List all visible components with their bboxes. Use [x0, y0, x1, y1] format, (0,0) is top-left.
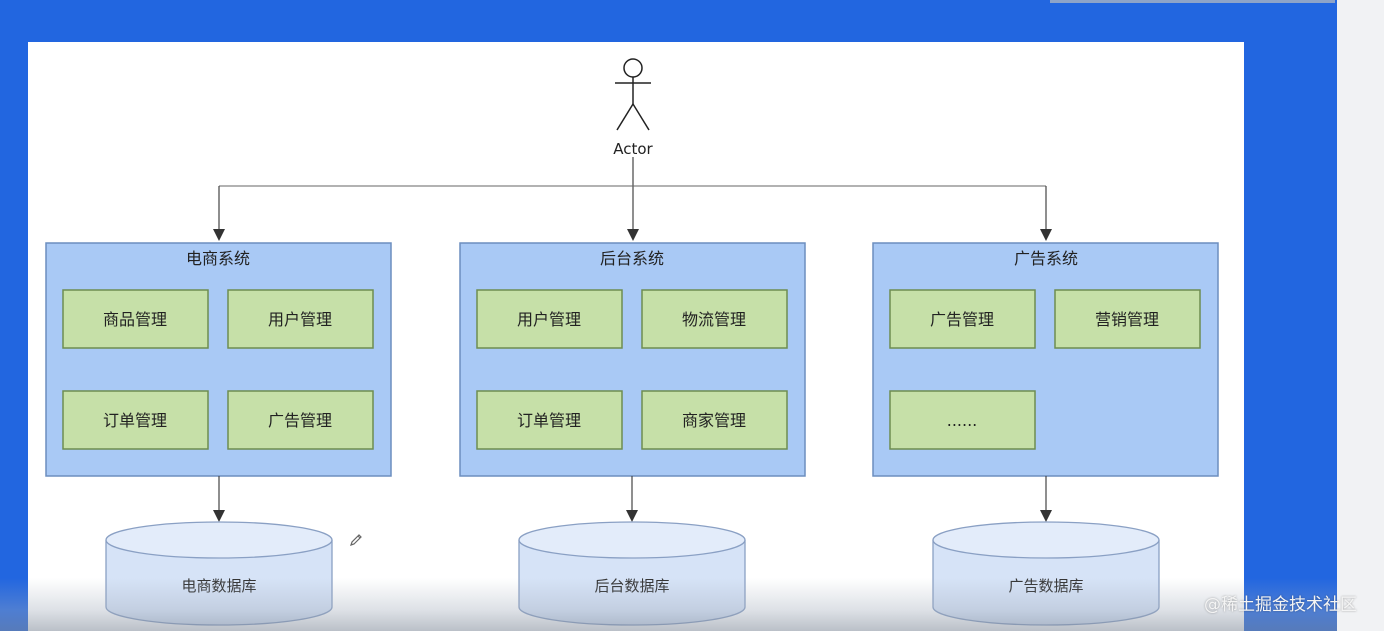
module-box: ......	[889, 390, 1036, 450]
system-title: 电商系统	[186, 249, 250, 268]
module-label: 用户管理	[268, 310, 332, 329]
actor-label: Actor	[613, 140, 653, 158]
module-box: 订单管理	[62, 390, 209, 450]
system-ecommerce: 电商系统 商品管理 用户管理 订单管理 广告管理	[45, 242, 392, 477]
right-side-strip	[1337, 0, 1384, 631]
pencil-icon[interactable]	[348, 532, 364, 548]
database-label: 广告数据库	[1008, 577, 1083, 595]
module-box: 营销管理	[1054, 289, 1201, 349]
system-title: 后台系统	[600, 249, 664, 268]
module-label: 营销管理	[1095, 310, 1159, 329]
db-connectors	[213, 476, 1052, 522]
database-backend: 后台数据库	[518, 521, 746, 626]
module-label: 用户管理	[517, 310, 581, 329]
database-advertising: 广告数据库	[932, 521, 1160, 626]
module-label: 订单管理	[103, 411, 167, 430]
module-label: 商家管理	[682, 411, 746, 430]
module-label: 商品管理	[103, 310, 167, 329]
database-label: 电商数据库	[181, 577, 256, 595]
module-label: 广告管理	[930, 310, 994, 329]
module-box: 物流管理	[641, 289, 788, 349]
module-label: 订单管理	[517, 411, 581, 430]
module-box: 广告管理	[889, 289, 1036, 349]
top-bar-mark	[1050, 0, 1335, 3]
module-label: 物流管理	[682, 310, 746, 329]
actor-icon	[615, 58, 651, 131]
actor-connectors	[213, 157, 1052, 241]
diagram-canvas: Actor 电商系统 商品管理 用户管理 订单管理	[28, 42, 1244, 631]
architecture-diagram: Actor 电商系统 商品管理 用户管理 订单管理	[45, 58, 1219, 626]
watermark: @稀土掘金技术社区	[1204, 595, 1357, 615]
database-ecommerce: 电商数据库	[105, 521, 333, 626]
system-title: 广告系统	[1014, 249, 1078, 268]
database-label: 后台数据库	[594, 577, 669, 595]
module-box: 广告管理	[227, 390, 374, 450]
module-box: 用户管理	[476, 289, 623, 349]
module-label: ......	[947, 411, 978, 430]
system-advertising: 广告系统 广告管理 营销管理 ......	[872, 242, 1219, 477]
module-box: 商品管理	[62, 289, 209, 349]
module-box: 用户管理	[227, 289, 374, 349]
module-box: 商家管理	[641, 390, 788, 450]
module-box: 订单管理	[476, 390, 623, 450]
system-backend: 后台系统 用户管理 物流管理 订单管理 商家管理	[459, 242, 806, 477]
module-label: 广告管理	[268, 411, 332, 430]
